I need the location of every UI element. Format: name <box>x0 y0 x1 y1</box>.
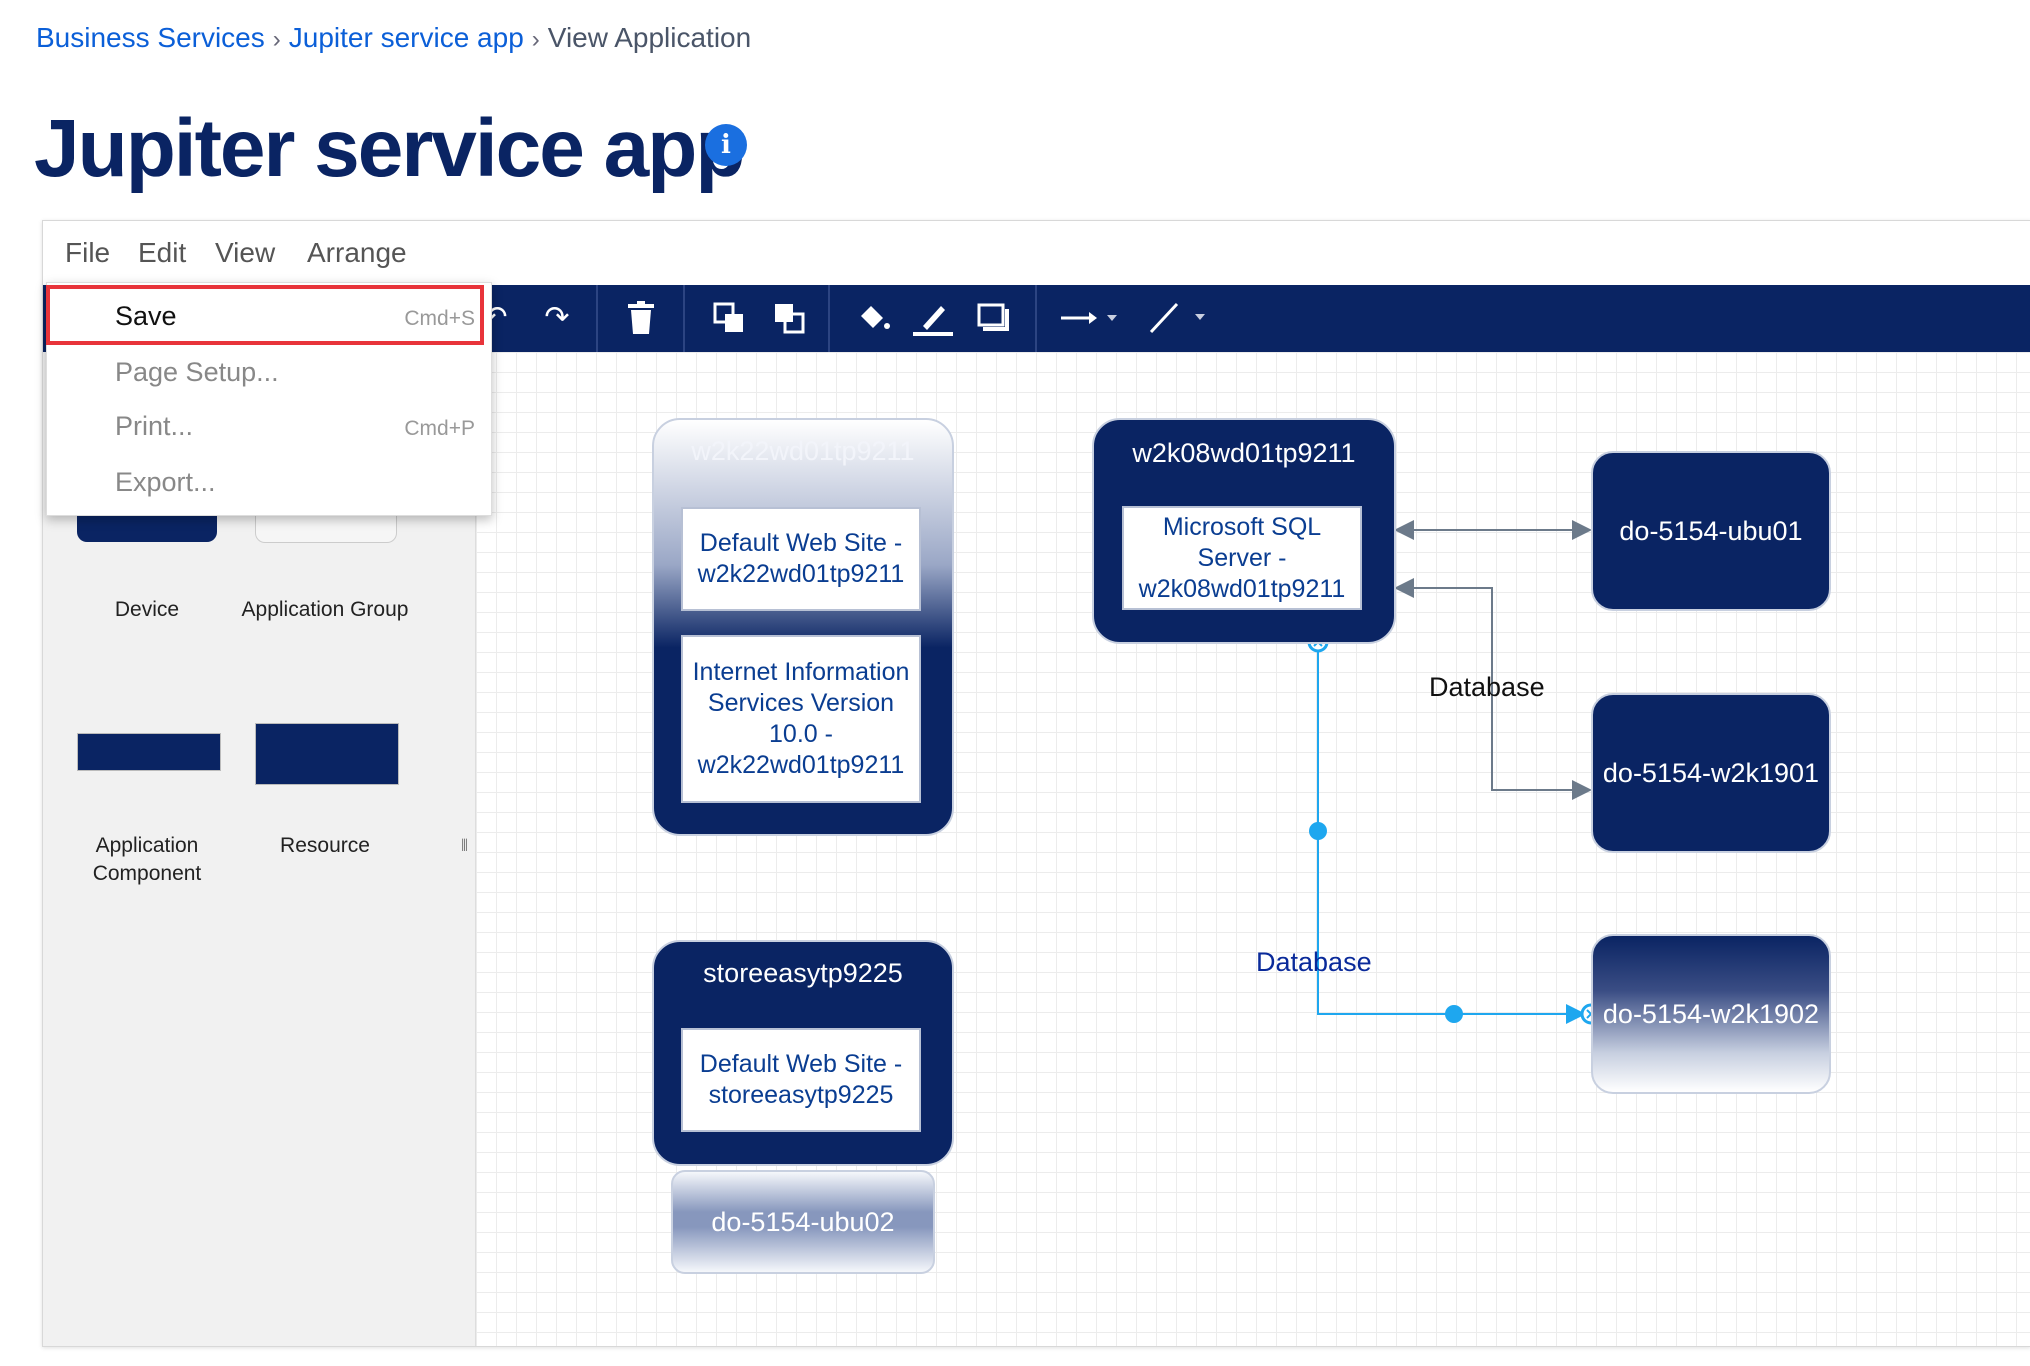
breadcrumb-separator: › <box>272 26 281 53</box>
device-label: Device <box>114 598 180 621</box>
fill-color-icon[interactable] <box>850 295 898 341</box>
device-do-5154-ubu02[interactable]: do-5154-ubu02 <box>671 1170 935 1274</box>
waypoint-style-icon[interactable] <box>1143 295 1215 341</box>
redo-icon[interactable]: ↷ <box>544 301 570 334</box>
edges-layer <box>1307 520 1602 1025</box>
menu-view[interactable]: View <box>215 237 276 268</box>
diagram-canvas[interactable]: Database Database w2k22wd01tp9211 Defaul… <box>476 352 2030 1346</box>
component-iis[interactable]: Internet Information Services Version 10… <box>681 635 921 803</box>
info-icon[interactable]: i <box>705 124 747 166</box>
menu-item-page-setup[interactable]: Page Setup... <box>47 347 491 399</box>
connection-style-icon[interactable] <box>1055 295 1127 341</box>
device-do-5154-w2k1901[interactable]: do-5154-w2k1901 <box>1591 693 1831 853</box>
menu-item-label: Export... <box>115 467 216 497</box>
application-group-w2k22wd01tp9211[interactable]: w2k22wd01tp9211 Default Web Site - w2k22… <box>652 418 954 836</box>
toolbar-divider <box>1035 285 1037 352</box>
node-title: w2k08wd01tp9211 <box>1132 438 1356 468</box>
application-group-w2k08wd01tp9211[interactable]: w2k08wd01tp9211 Microsoft SQL Server - w… <box>1092 418 1396 644</box>
menu-item-shortcut: Cmd+S <box>404 307 475 330</box>
application-component-shape[interactable] <box>77 733 221 771</box>
line-color-icon[interactable] <box>909 295 957 341</box>
breadcrumb-current: View Application <box>547 22 752 53</box>
edge-w2k08-w2k1902-selected[interactable] <box>1317 652 1586 1024</box>
shadow-icon[interactable] <box>969 295 1017 341</box>
breadcrumb-separator: › <box>531 26 540 53</box>
device-label: do-5154-w2k1902 <box>1602 998 1820 1029</box>
menu-item-label: Print... <box>115 411 194 441</box>
component-sql-server[interactable]: Microsoft SQL Server - w2k08wd01tp9211 <box>1122 506 1362 610</box>
menu-edit[interactable]: Edit <box>138 237 187 268</box>
bring-to-front-icon[interactable] <box>705 295 753 341</box>
toolbar-divider <box>828 285 830 352</box>
toolbar-divider <box>683 285 685 352</box>
breadcrumb-link-jupiter-service-app[interactable]: Jupiter service app <box>288 22 524 53</box>
breadcrumb: Business Services › Jupiter service app › Vi… <box>36 22 751 54</box>
menu-item-export[interactable]: Export... <box>47 457 491 509</box>
menu-item-shortcut: Cmd+P <box>404 417 475 440</box>
application-group-label: Application Group <box>241 598 409 621</box>
device-label: do-5154-ubu02 <box>711 1206 895 1237</box>
file-menu-dropdown: Save Cmd+S Page Setup... Print... Cmd+P … <box>46 282 492 516</box>
menu-bar: File Edit View Arrange <box>43 221 2030 285</box>
save-highlight-box <box>46 285 484 345</box>
resource-shape[interactable] <box>255 723 399 785</box>
node-title: storeeasytp9225 <box>703 958 903 988</box>
page-title: Jupiter service app <box>34 103 745 194</box>
menu-item-print[interactable]: Print... Cmd+P <box>47 401 491 453</box>
sidebar-resize-handle-icon[interactable]: ⦀ <box>461 838 469 855</box>
node-title: w2k22wd01tp9211 <box>691 436 915 466</box>
delete-icon[interactable] <box>617 295 665 341</box>
application-group-storeeasytp9225[interactable]: storeeasytp9225 Default Web Site - store… <box>652 940 954 1166</box>
edge-waypoint-handle[interactable] <box>1445 1005 1463 1023</box>
device-do-5154-w2k1902[interactable]: do-5154-w2k1902 <box>1591 934 1831 1094</box>
device-do-5154-ubu01[interactable]: do-5154-ubu01 <box>1591 451 1831 611</box>
menu-item-label: Page Setup... <box>115 357 279 387</box>
menu-item-label: Save <box>115 301 177 331</box>
menu-arrange[interactable]: Arrange <box>307 237 407 268</box>
component-label: Default Web Site - w2k22wd01tp9211 <box>697 529 905 588</box>
shape-sidebar: Device Application Group Application Com… <box>43 352 476 1346</box>
component-label: Internet Information Services Version 10… <box>692 658 910 779</box>
component-default-web-site[interactable]: Default Web Site - w2k22wd01tp9211 <box>681 507 921 611</box>
toolbar-divider <box>596 285 598 352</box>
component-label: Microsoft SQL Server - w2k08wd01tp9211 <box>1138 512 1346 603</box>
device-label: do-5154-w2k1901 <box>1602 757 1820 788</box>
component-label: Default Web Site - storeeasytp9225 <box>699 1050 903 1109</box>
component-default-web-site-storeeasy[interactable]: Default Web Site - storeeasytp9225 <box>681 1028 921 1132</box>
resource-label: Resource <box>280 834 370 857</box>
diagram-editor: File Edit View Arrange ↶ ↷ <box>42 220 2030 1347</box>
edge-label-database[interactable]: Database <box>1429 672 1545 702</box>
edge-w2k08-w2k1901[interactable] <box>1394 578 1592 800</box>
send-to-back-icon[interactable] <box>765 295 813 341</box>
edge-label-database-selected[interactable]: Database <box>1256 947 1372 977</box>
device-label: do-5154-ubu01 <box>1619 515 1803 546</box>
menu-item-save[interactable]: Save Cmd+S <box>47 291 491 343</box>
breadcrumb-link-business-services[interactable]: Business Services <box>36 22 265 53</box>
menu-file[interactable]: File <box>65 237 111 268</box>
edge-waypoint-handle[interactable] <box>1309 822 1327 840</box>
application-component-label: Application Component <box>92 834 202 885</box>
